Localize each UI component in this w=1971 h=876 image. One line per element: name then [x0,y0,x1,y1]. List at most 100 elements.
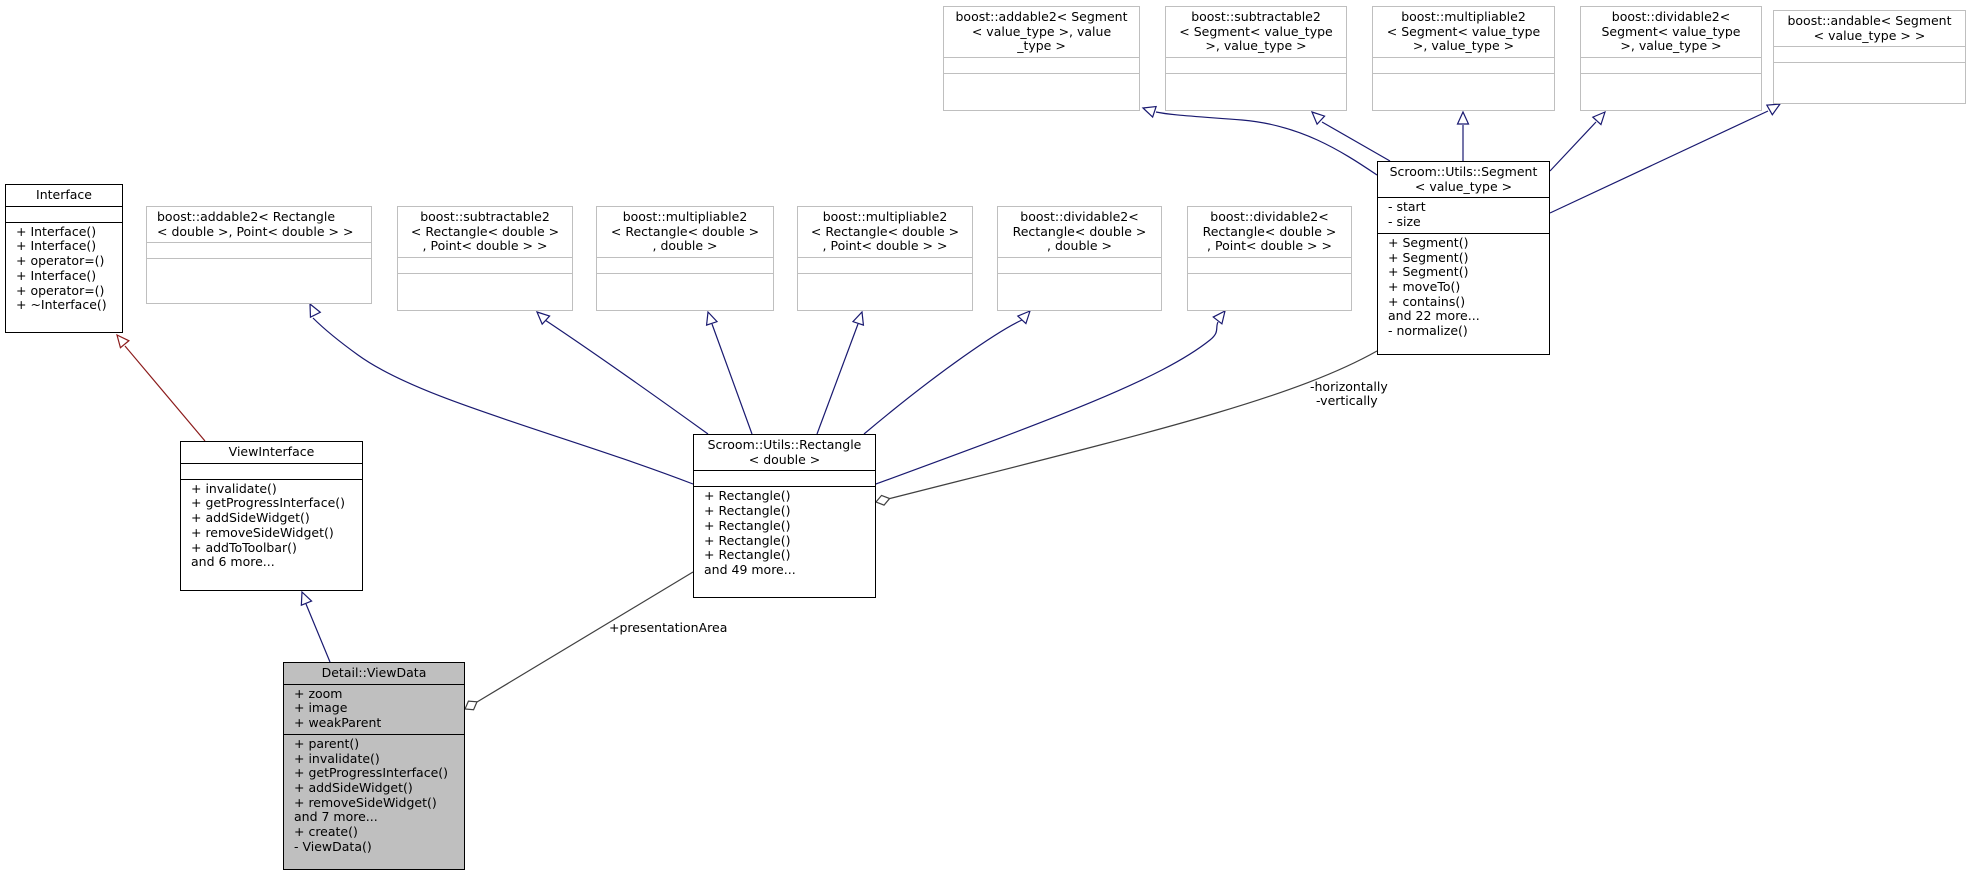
attributes-section [181,462,362,479]
methods-section: + Segment() + Segment() + Segment() + mo… [1378,232,1549,342]
inheritance-edge-segment-subtractable2 [1321,121,1391,162]
attributes-section [398,257,572,273]
edge-label-vertically: -vertically [1316,393,1378,408]
class-title: ViewInterface [228,444,315,459]
method: + Rectangle() [704,517,791,533]
class-boost-subtractable2-segment[interactable]: boost::subtractable2 < Segment< value_ty… [1165,6,1347,111]
inheritance-arrowhead [116,333,130,349]
method: and 7 more... [294,809,378,825]
class-title: boost::subtractable2 < Rectangle< double… [410,209,560,254]
class-boost-addable2-segment[interactable]: boost::addable2< Segment < value_type >,… [943,6,1140,111]
inheritance-arrowhead [1591,110,1606,126]
attributes-section [944,57,1139,73]
inheritance-edge-segment-andable [1549,110,1769,214]
class-boost-subtractable2-rectangle[interactable]: boost::subtractable2 < Rectangle< double… [397,206,573,311]
edge-label-horizontally: -horizontally [1310,379,1388,394]
inheritance-arrowhead [1141,105,1157,119]
method: + ~Interface() [16,297,107,313]
class-boost-andable-segment[interactable]: boost::andable< Segment < value_type > > [1773,10,1966,104]
class-title: boost::addable2< Segment < value_type >,… [955,9,1128,54]
inheritance-edge-segment-addable2 [1155,111,1378,176]
methods-section: + parent() + invalidate() + getProgressI… [284,733,464,858]
methods-section [798,273,972,289]
method: + removeSideWidget() [191,524,334,540]
method: + removeSideWidget() [294,794,437,810]
class-title: boost::multipliable2 < Segment< value_ty… [1386,9,1541,54]
attributes-section [597,257,773,273]
methods-section: + invalidate() + getProgressInterface() … [181,478,362,573]
edge-label-presentation-area: +presentationArea [609,620,728,635]
edges [116,103,1782,711]
method: - ViewData() [294,838,372,854]
inheritance-edge-rectangle-dividable2-point [875,321,1219,485]
class-view-data[interactable]: Detail::ViewData + zoom + image + weakPa… [283,662,465,870]
inheritance-arrowhead [705,310,719,326]
attributes-section: + zoom + image + weakParent [284,683,464,734]
class-title: boost::dividable2< Rectangle< double > ,… [1012,209,1147,254]
inheritance-arrowhead [1016,309,1031,325]
class-boost-addable2-rectangle[interactable]: boost::addable2< Rectangle < double >, P… [146,206,372,304]
inheritance-edge-viewdata-viewinterface [305,603,331,663]
attributes-section [1373,57,1554,73]
class-title: boost::addable2< Rectangle < double >, P… [157,209,354,239]
class-boost-multipliable2-rectangle-point[interactable]: boost::multipliable2 < Rectangle< double… [797,206,973,311]
attributes-section [1581,57,1761,73]
method: + create() [294,824,358,840]
class-view-interface[interactable]: ViewInterface + invalidate() + getProgre… [180,441,363,591]
aggregation-edge-horizontally-vertically [887,350,1378,500]
attributes-section [1188,257,1351,273]
attributes-section [798,257,972,273]
class-segment[interactable]: Scroom::Utils::Segment < value_type > - … [1377,161,1550,355]
class-title: boost::multipliable2 < Rectangle< double… [810,209,960,254]
class-boost-multipliable2-segment[interactable]: boost::multipliable2 < Segment< value_ty… [1372,6,1555,111]
method: + Rectangle() [704,547,791,563]
class-title: boost::multipliable2 < Rectangle< double… [610,209,760,254]
methods-section: + Interface() + Interface() + operator=(… [6,221,122,316]
method: + moveTo() [1388,278,1461,294]
attributes-section [1774,46,1965,62]
class-boost-dividable2-segment[interactable]: boost::dividable2< Segment< value_type >… [1580,6,1762,111]
method: and 49 more... [704,561,796,577]
methods-section [998,273,1161,289]
class-title: Interface [36,187,92,202]
class-boost-dividable2-rectangle-double[interactable]: boost::dividable2< Rectangle< double > ,… [997,206,1162,311]
inheritance-arrowhead [535,311,551,326]
inheritance-arrowhead [851,310,865,326]
methods-section [944,73,1139,89]
attribute: + image [294,700,348,716]
inheritance-arrowhead [309,302,322,319]
class-title: Scroom::Utils::Rectangle < double > [707,437,862,467]
aggregation-diamond [874,494,891,506]
class-boost-dividable2-rectangle-point[interactable]: boost::dividable2< Rectangle< double > ,… [1187,206,1352,311]
method: - normalize() [1388,323,1468,339]
method: + operator=() [16,253,105,269]
method: + invalidate() [294,750,380,766]
methods-section [1373,73,1554,89]
methods-section [597,273,773,289]
method: + Segment() [1388,234,1469,250]
attributes-section [6,205,122,222]
inheritance-arrowhead [1310,111,1326,126]
method: + invalidate() [191,480,277,496]
class-title: boost::dividable2< Segment< value_type >… [1601,9,1741,54]
class-title: boost::andable< Segment < value_type > > [1787,13,1952,43]
method: + Rectangle() [704,503,791,519]
class-interface[interactable]: Interface + Interface() + Interface() + … [5,184,123,333]
method: + addToToolbar() [191,539,297,555]
methods-section [398,273,572,289]
methods-section [147,258,371,274]
inheritance-arrowhead [300,590,313,607]
class-rectangle[interactable]: Scroom::Utils::Rectangle < double > + Re… [693,434,876,598]
attributes-section [147,242,371,258]
method: + Segment() [1388,264,1469,280]
method: + Interface() [16,223,97,239]
methods-section [1188,273,1351,289]
class-boost-multipliable2-rectangle-double[interactable]: boost::multipliable2 < Rectangle< double… [596,206,774,311]
method: + Interface() [16,267,97,283]
method: + contains() [1388,293,1466,309]
attributes-section [1166,57,1346,73]
attribute: - size [1388,214,1421,230]
inheritance-arrowhead [1456,110,1470,125]
method: + Rectangle() [704,488,791,504]
